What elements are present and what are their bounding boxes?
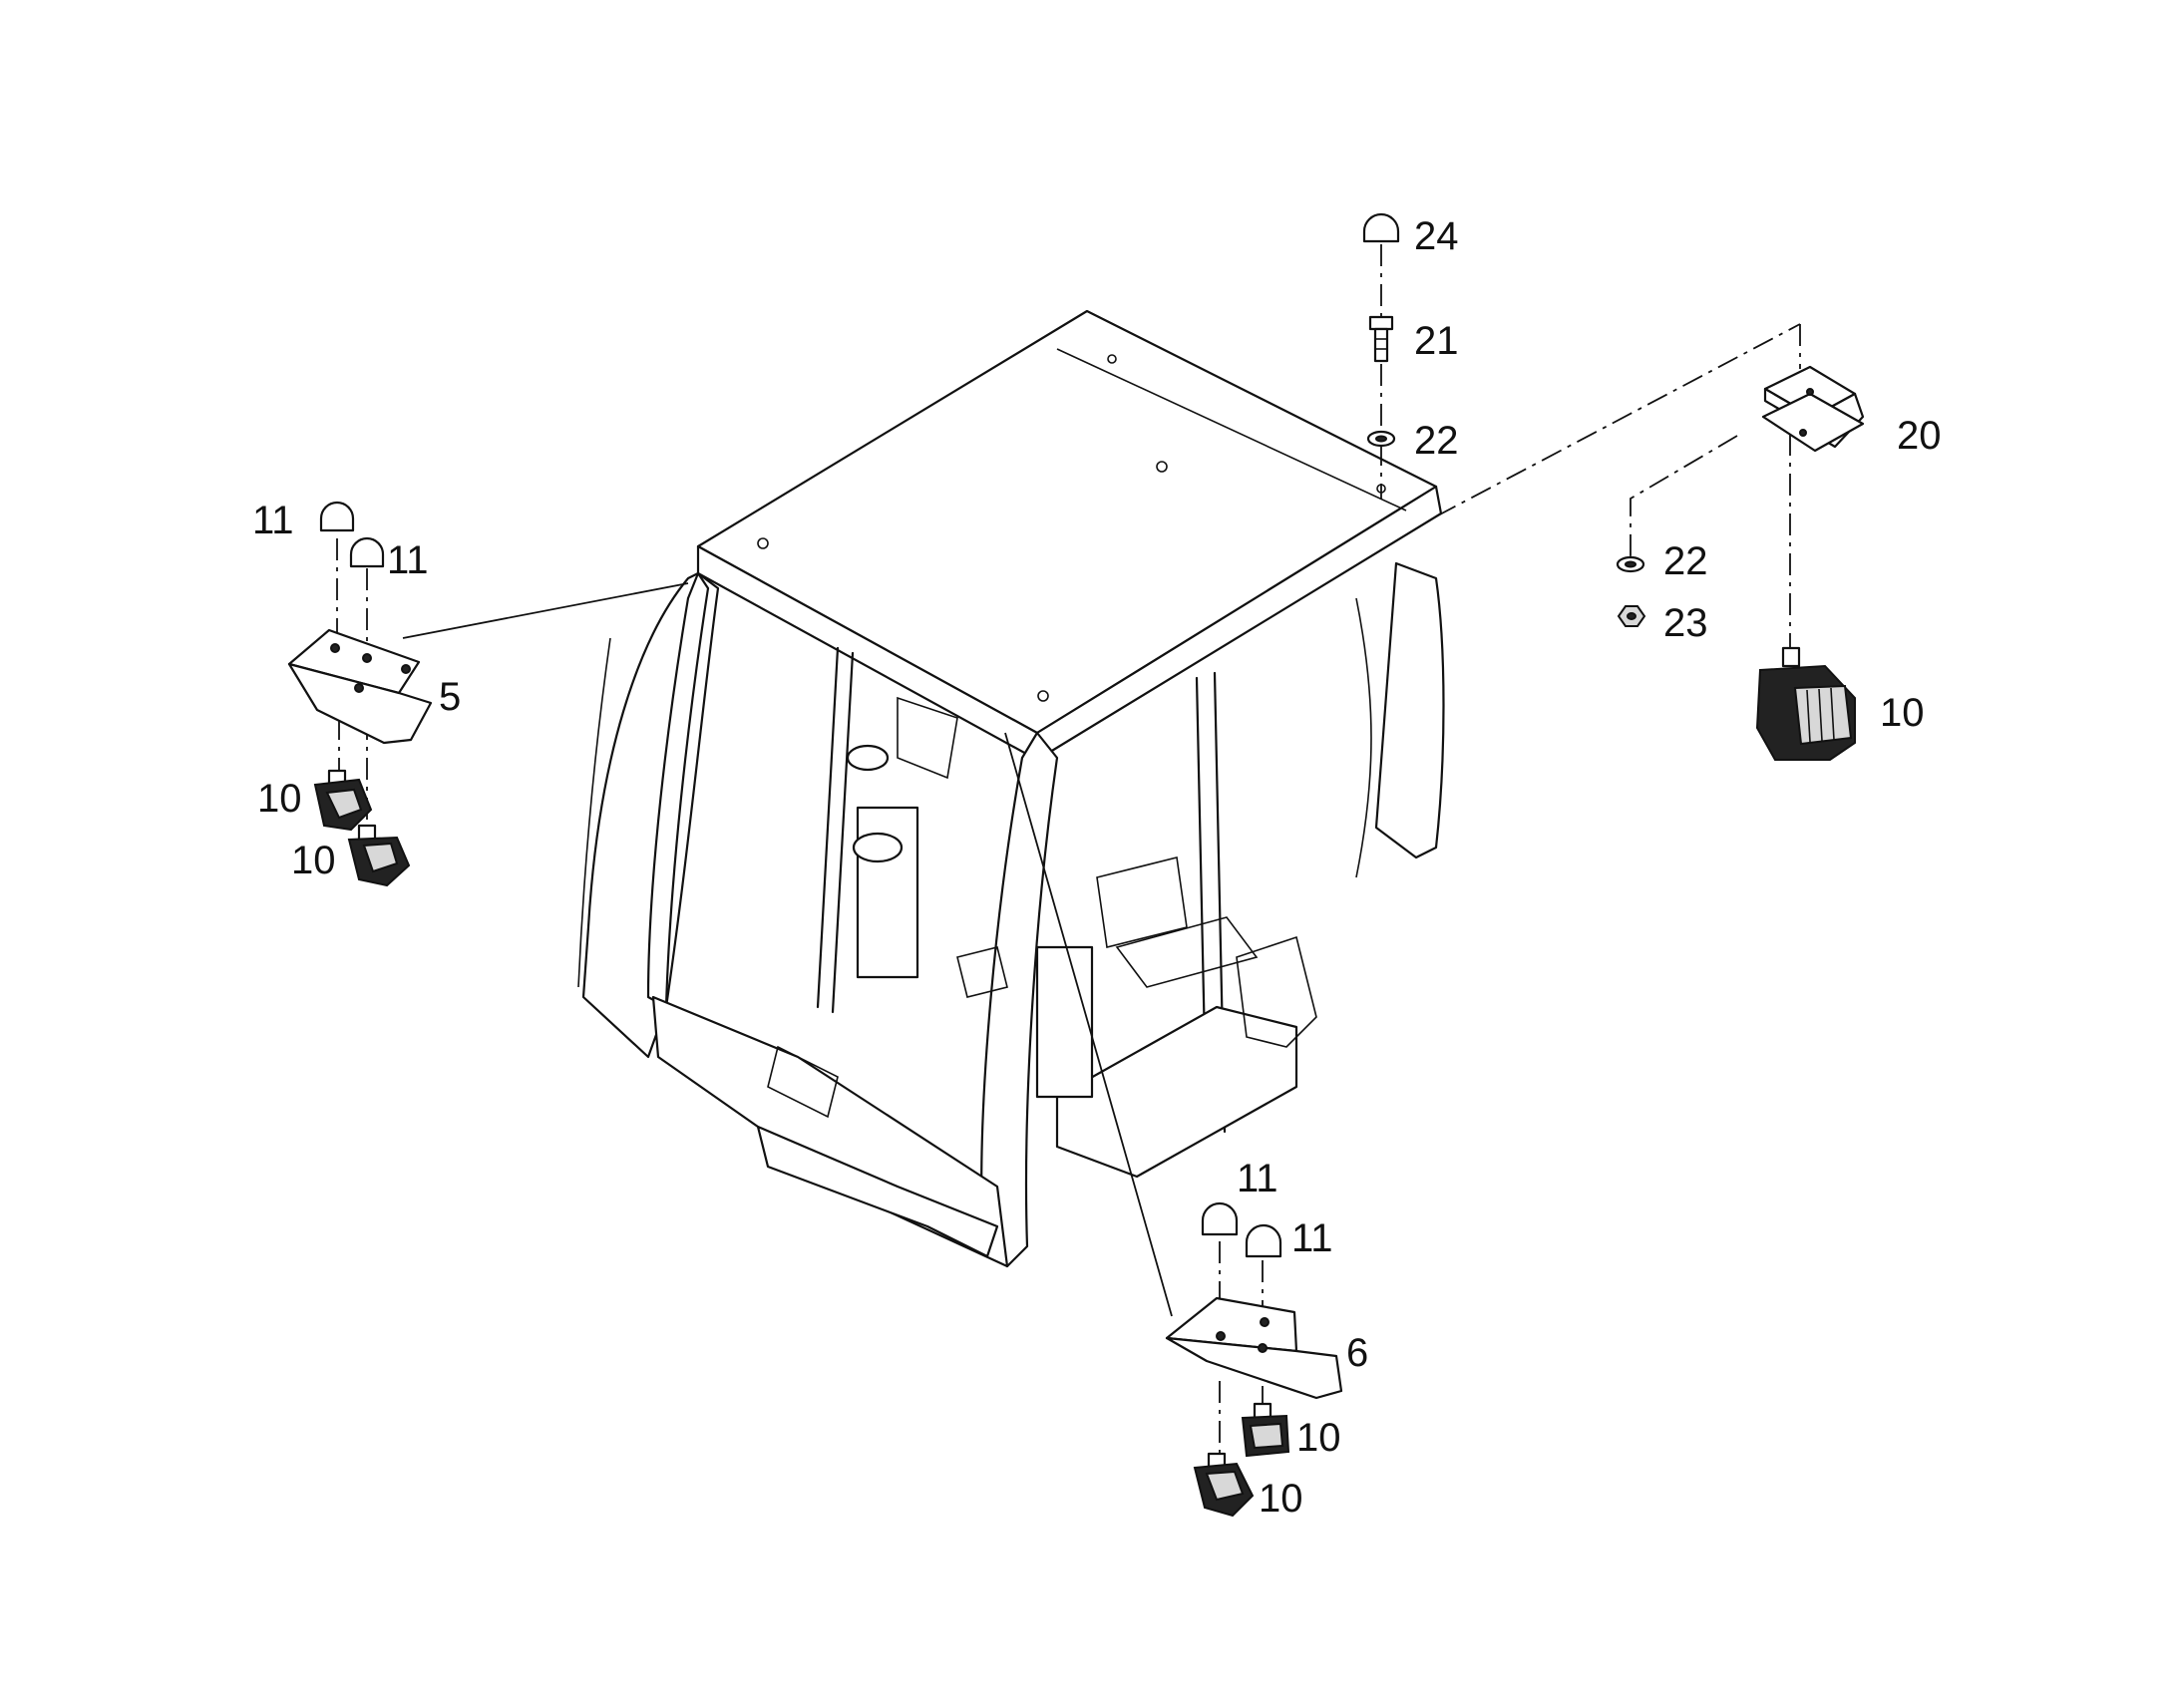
cab-frame: [577, 309, 1445, 1268]
callout-10-left-b: 10: [291, 839, 336, 882]
callout-5: 5: [439, 675, 461, 719]
plate-6-icon: [1165, 1296, 1343, 1400]
work-light-10-bottom-b-icon: [1193, 1452, 1255, 1518]
callout-6: 6: [1346, 1331, 1368, 1375]
bottom-bracket-assembly: [1004, 732, 1343, 1518]
plate-5-icon: [287, 628, 433, 745]
callout-23: 23: [1663, 601, 1708, 645]
callout-labels: 24 21 22 20 22 23 10 11 11 5 10 10 11 11…: [252, 214, 1942, 1521]
left-bracket-assembly: [287, 501, 689, 887]
callout-10-bottom-b: 10: [1259, 1477, 1303, 1521]
callout-11-bottom-a: 11: [1237, 1157, 1278, 1200]
work-light-10-left-b-icon: [347, 824, 411, 887]
cap-11-left-b-icon: [349, 536, 385, 568]
callout-22-top: 22: [1414, 419, 1459, 463]
work-light-10-right-icon: [1755, 646, 1856, 761]
work-light-10-bottom-a-icon: [1241, 1402, 1290, 1458]
callout-11-left-a: 11: [252, 499, 294, 542]
callout-24: 24: [1414, 214, 1459, 258]
bracket-20-icon: [1761, 365, 1865, 453]
work-light-10-left-a-icon: [313, 769, 373, 832]
callout-22-right: 22: [1663, 539, 1708, 583]
callout-11-left-b: 11: [387, 538, 429, 582]
bolt-21-icon: [1368, 315, 1394, 363]
callout-10-bottom-a: 10: [1296, 1416, 1341, 1460]
callout-21: 21: [1414, 319, 1459, 363]
washer-22-icon: [1366, 430, 1396, 448]
cap-11-left-a-icon: [319, 501, 355, 532]
cap-11-bottom-a-icon: [1201, 1201, 1239, 1236]
nut-23-icon: [1617, 605, 1646, 627]
top-hardware-stack: [1362, 212, 1400, 499]
callout-20: 20: [1897, 414, 1942, 458]
cap-11-bottom-b-icon: [1245, 1223, 1282, 1258]
callout-11-bottom-b: 11: [1291, 1216, 1333, 1260]
right-bracket-assembly: [1435, 323, 1865, 761]
callout-10-left-a: 10: [257, 777, 302, 821]
washer-22-right-icon: [1616, 555, 1645, 573]
cap-24-icon: [1362, 212, 1400, 243]
callout-10-right: 10: [1880, 691, 1925, 735]
